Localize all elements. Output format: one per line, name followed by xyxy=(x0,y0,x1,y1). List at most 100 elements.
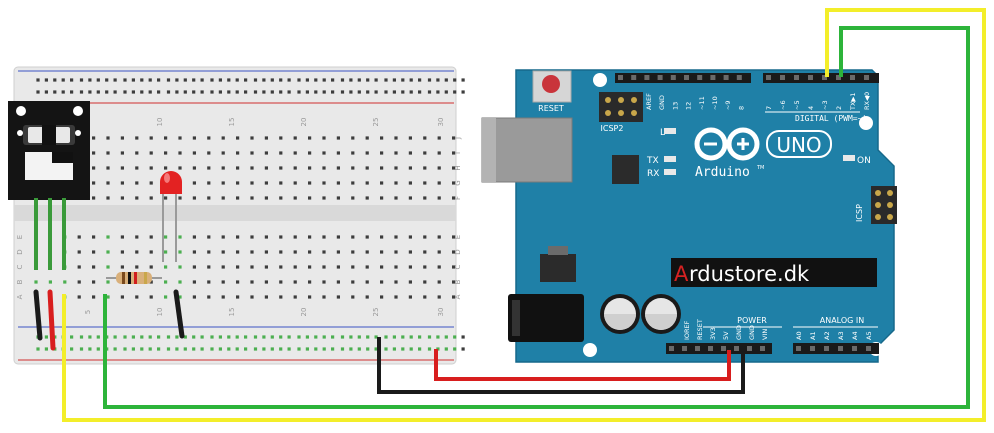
breadboard-hole xyxy=(253,335,258,339)
breadboard-hole xyxy=(148,90,152,94)
breadboard-hole xyxy=(293,166,297,170)
breadboard-hole xyxy=(192,295,196,299)
breadboard-hole xyxy=(437,181,441,185)
breadboard-hole xyxy=(149,280,153,284)
breadboard-hole xyxy=(436,90,440,94)
breadboard-hole xyxy=(77,250,81,254)
breadboard-hole xyxy=(444,90,448,94)
pin-label: A2 xyxy=(823,331,831,340)
breadboard-hole xyxy=(394,265,398,269)
voltage-regulator xyxy=(540,254,576,282)
breadboard-hole xyxy=(79,335,84,339)
breadboard-hole xyxy=(192,335,196,339)
watermark-text: rdustore.dk xyxy=(689,262,810,286)
breadboard-hole xyxy=(164,136,168,140)
pin-label: A0 xyxy=(795,331,803,340)
breadboard-hole xyxy=(349,78,353,82)
breadboard-hole xyxy=(322,151,326,155)
pin-label: 2 xyxy=(835,106,843,110)
breadboard-hole xyxy=(408,196,412,200)
breadboard-hole xyxy=(336,181,340,185)
breadboard-hole xyxy=(365,136,369,140)
breadboard-hole xyxy=(120,151,124,155)
header-pin xyxy=(794,75,799,80)
breadboard-hole xyxy=(437,151,441,155)
reset-button-cap[interactable] xyxy=(542,75,560,93)
breadboard-hole xyxy=(279,136,283,140)
breadboard-hole xyxy=(178,151,182,155)
breadboard-hole xyxy=(218,90,222,94)
breadboard-hole xyxy=(427,335,432,339)
breadboard-hole xyxy=(236,250,240,254)
breadboard-hole xyxy=(88,78,92,82)
pin-label: ~3 xyxy=(821,100,829,110)
breadboard-hole xyxy=(88,347,92,351)
column-number: 25 xyxy=(372,118,380,127)
watermark-first-letter: A xyxy=(674,262,689,286)
breadboard-hole xyxy=(221,280,225,284)
header-pin xyxy=(670,75,676,80)
icsp-label: ICSP xyxy=(855,204,864,222)
breadboard-hole xyxy=(120,136,124,140)
breadboard-hole xyxy=(322,136,326,140)
breadboard-hole xyxy=(308,295,312,299)
breadboard-hole xyxy=(322,280,326,284)
column-number: 10 xyxy=(156,308,164,317)
breadboard-hole xyxy=(183,335,187,339)
breadboard-hole xyxy=(351,196,355,200)
sensor-pins xyxy=(34,198,66,270)
row-letter: C xyxy=(454,264,462,269)
pin-label: A4 xyxy=(851,331,859,340)
breadboard-hole xyxy=(365,235,369,239)
breadboard-hole xyxy=(293,151,297,155)
breadboard-hole xyxy=(207,265,211,269)
breadboard-hole xyxy=(106,196,110,200)
breadboard-hole xyxy=(366,335,370,339)
sensor-module xyxy=(8,101,90,200)
digital-header-right xyxy=(763,73,879,83)
breadboard-hole xyxy=(244,90,248,94)
breadboard-hole xyxy=(308,250,312,254)
breadboard-hole xyxy=(418,78,422,82)
breadboard-hole xyxy=(262,90,266,94)
breadboard-hole xyxy=(437,136,441,140)
breadboard-hole xyxy=(349,347,353,351)
breadboard-hole xyxy=(408,136,412,140)
breadboard-hole xyxy=(221,265,225,269)
row-letter: I xyxy=(454,152,462,154)
pin-label: ~5 xyxy=(793,100,801,110)
black-jumper xyxy=(173,289,185,339)
breadboard-hole xyxy=(236,295,240,299)
breadboard-hole xyxy=(123,90,127,94)
breadboard-hole xyxy=(164,235,168,239)
breadboard-hole xyxy=(262,347,266,351)
breadboard-hole xyxy=(96,335,100,339)
header-pin xyxy=(810,346,815,351)
breadboard-hole xyxy=(113,347,117,351)
breadboard-hole xyxy=(250,280,254,284)
breadboard-hole xyxy=(374,78,378,82)
digital-label: DIGITAL (PWM=~) xyxy=(795,114,867,123)
breadboard-hole xyxy=(135,265,139,269)
dc-power-jack xyxy=(508,294,584,342)
breadboard-hole xyxy=(253,78,258,82)
breadboard-hole xyxy=(157,347,161,351)
breadboard-hole xyxy=(264,166,268,170)
row-letter: A xyxy=(16,294,24,299)
breadboard-hole xyxy=(305,347,309,351)
breadboard-hole xyxy=(79,78,84,82)
breadboard-hole xyxy=(365,295,369,299)
breadboard-hole xyxy=(244,347,248,351)
breadboard-hole xyxy=(314,347,318,351)
breadboard-hole xyxy=(293,235,297,239)
pin-label: RESET xyxy=(696,319,704,340)
breadboard-hole xyxy=(113,90,117,94)
breadboard-hole xyxy=(351,280,355,284)
breadboard-hole xyxy=(192,151,196,155)
breadboard-hole xyxy=(336,235,340,239)
breadboard-hole xyxy=(140,335,144,339)
breadboard-hole xyxy=(236,280,240,284)
breadboard-hole xyxy=(236,151,240,155)
breadboard-hole xyxy=(77,265,81,269)
breadboard-hole xyxy=(392,78,396,82)
